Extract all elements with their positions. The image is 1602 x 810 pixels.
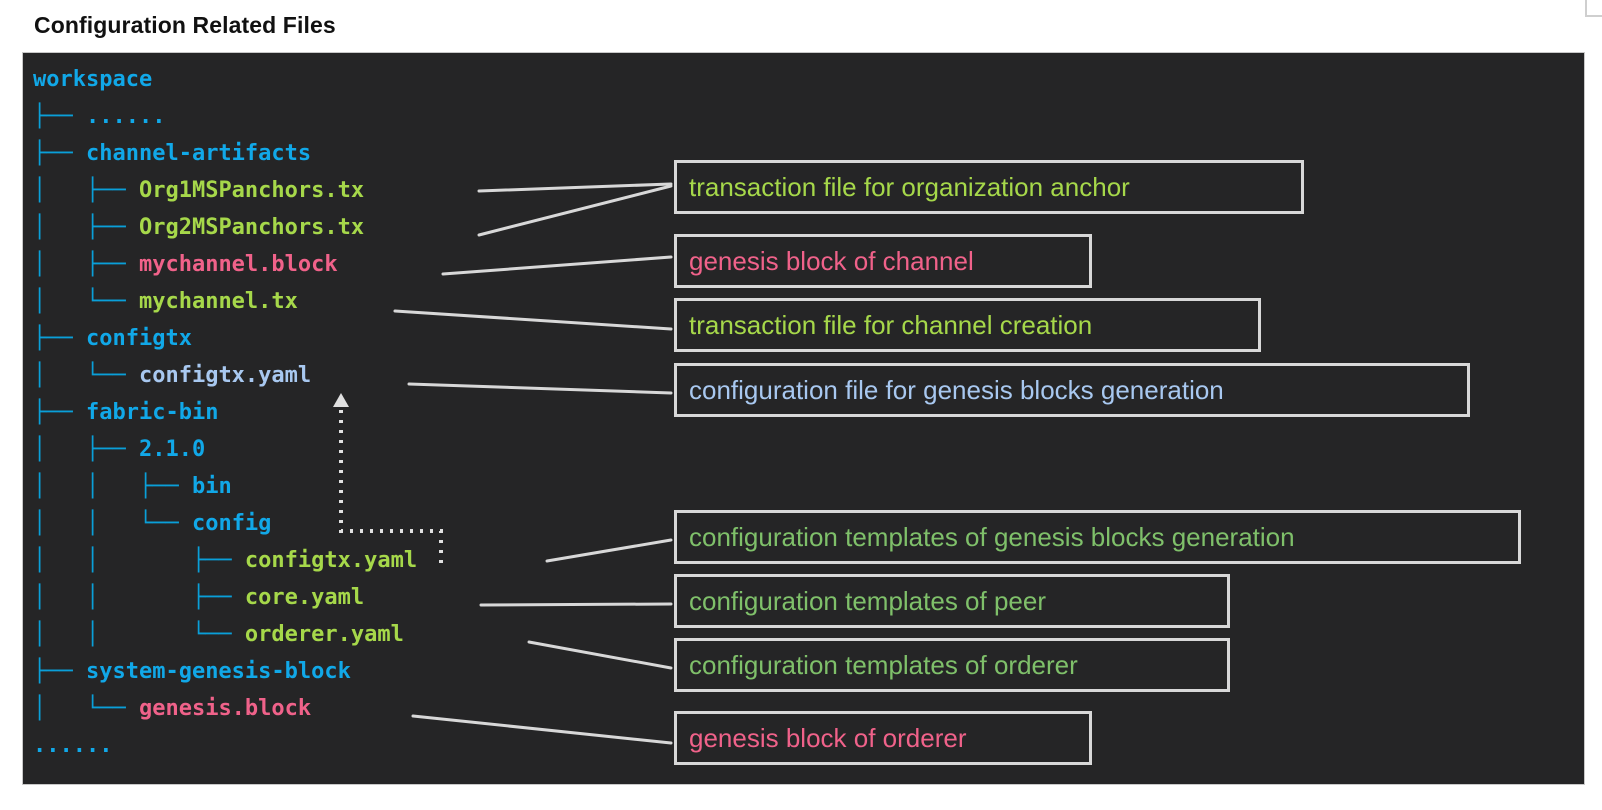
tree-connector: │ │ ├── bbox=[33, 548, 245, 573]
leader-org1-anchor bbox=[477, 182, 673, 193]
tree-connector: │ ├── bbox=[33, 178, 139, 203]
annotation-text: configuration templates of genesis block… bbox=[689, 521, 1295, 552]
file-tree-panel: workspace├── ......├── channel-artifacts… bbox=[22, 52, 1585, 785]
tree-directory-name[interactable]: config bbox=[191, 511, 272, 536]
tree-connector: │ │ └── bbox=[33, 511, 192, 536]
tree-row: workspace bbox=[33, 61, 417, 98]
tree-row: │ │ ├── configtx.yaml bbox=[33, 542, 417, 579]
tree-file-name[interactable]: mychannel.tx bbox=[138, 289, 298, 314]
leader-config-core bbox=[479, 602, 673, 607]
tree-connector: │ ├── bbox=[33, 215, 139, 240]
leader-genesis-block bbox=[411, 714, 673, 745]
tree-connector: │ ├── bbox=[33, 252, 139, 277]
tree-row: │ ├── Org2MSPanchors.tx bbox=[33, 209, 417, 246]
annotation-text: configuration file for genesis blocks ge… bbox=[689, 374, 1224, 405]
annotation-text: configuration templates of peer bbox=[689, 585, 1046, 616]
leader-org2-anchor bbox=[477, 184, 673, 237]
anno-genesis-orderer: genesis block of orderer bbox=[674, 711, 1092, 765]
tree-row: │ │ └── orderer.yaml bbox=[33, 616, 417, 653]
annotation-text: transaction file for organization anchor bbox=[689, 171, 1130, 202]
tree-file-name[interactable]: ...... bbox=[33, 733, 113, 758]
scrollbar-corner[interactable] bbox=[1585, 0, 1602, 17]
tree-connector: ├── bbox=[33, 400, 86, 425]
tree-file-name[interactable]: core.yaml bbox=[244, 585, 365, 610]
annotation-text: configuration templates of orderer bbox=[689, 649, 1078, 680]
tree-file-name[interactable]: configtx.yaml bbox=[138, 363, 312, 388]
leader-mychannel-tx bbox=[393, 309, 673, 331]
tree-connector: ├── bbox=[33, 326, 86, 351]
tree-row: │ │ ├── core.yaml bbox=[33, 579, 417, 616]
tree-row: │ │ └── config bbox=[33, 505, 417, 542]
tree-file-name[interactable]: mychannel.block bbox=[138, 252, 338, 277]
tree-row: │ └── genesis.block bbox=[33, 690, 417, 727]
anno-templates-genesis: configuration templates of genesis block… bbox=[674, 510, 1521, 564]
leader-config-orderer bbox=[527, 640, 673, 670]
anno-templates-peer: configuration templates of peer bbox=[674, 574, 1230, 628]
tree-row: ├── fabric-bin bbox=[33, 394, 417, 431]
tree-connector: ├── bbox=[33, 104, 86, 129]
tree-row: │ ├── Org1MSPanchors.tx bbox=[33, 172, 417, 209]
directory-tree: workspace├── ......├── channel-artifacts… bbox=[33, 61, 417, 764]
tree-connector: │ └── bbox=[33, 696, 139, 721]
tree-file-name[interactable]: Org1MSPanchors.tx bbox=[138, 178, 365, 203]
tree-row: ├── system-genesis-block bbox=[33, 653, 417, 690]
tree-connector: │ │ ├── bbox=[33, 474, 192, 499]
tree-connector: │ └── bbox=[33, 289, 139, 314]
tree-file-name[interactable]: ...... bbox=[85, 104, 166, 129]
tree-row: ├── ...... bbox=[33, 98, 417, 135]
tree-directory-name[interactable]: bin bbox=[191, 474, 232, 499]
tree-file-name[interactable]: orderer.yaml bbox=[244, 622, 404, 647]
tree-connector: │ │ └── bbox=[33, 622, 245, 647]
tree-connector: ├── bbox=[33, 141, 86, 166]
tree-connector: │ ├── bbox=[33, 437, 139, 462]
annotation-text: genesis block of channel bbox=[689, 245, 974, 276]
tree-file-name[interactable]: Org2MSPanchors.tx bbox=[138, 215, 365, 240]
page-title: Configuration Related Files bbox=[34, 12, 336, 38]
tree-directory-name[interactable]: channel-artifacts bbox=[85, 141, 312, 166]
tree-directory-name[interactable]: fabric-bin bbox=[85, 400, 219, 425]
tree-row: │ │ ├── bin bbox=[33, 468, 417, 505]
tree-row: ├── channel-artifacts bbox=[33, 135, 417, 172]
tree-connector: ├── bbox=[33, 659, 86, 684]
anno-templates-orderer: configuration templates of orderer bbox=[674, 638, 1230, 692]
tree-row: ├── configtx bbox=[33, 320, 417, 357]
anno-genesis-channel: genesis block of channel bbox=[674, 234, 1092, 288]
anno-org-anchor: transaction file for organization anchor bbox=[674, 160, 1304, 214]
anno-channel-creation: transaction file for channel creation bbox=[674, 298, 1261, 352]
leader-config-configtx bbox=[545, 538, 673, 563]
tree-connector: │ │ ├── bbox=[33, 585, 245, 610]
tree-file-name[interactable]: genesis.block bbox=[138, 696, 312, 721]
tree-row: │ └── mychannel.tx bbox=[33, 283, 417, 320]
tree-directory-name[interactable]: system-genesis-block bbox=[85, 659, 351, 684]
tree-directory-name[interactable]: workspace bbox=[33, 67, 153, 92]
anno-config-genesis-file: configuration file for genesis blocks ge… bbox=[674, 363, 1470, 417]
tree-row: │ ├── mychannel.block bbox=[33, 246, 417, 283]
annotation-text: transaction file for channel creation bbox=[689, 309, 1093, 340]
leader-configtx-yaml bbox=[407, 382, 673, 395]
tree-file-name[interactable]: configtx.yaml bbox=[244, 548, 418, 573]
leader-mychannel-block bbox=[441, 255, 673, 276]
tree-directory-name[interactable]: 2.1.0 bbox=[138, 437, 206, 462]
annotation-text: genesis block of orderer bbox=[689, 722, 967, 753]
tree-row: ...... bbox=[33, 727, 417, 764]
tree-connector: │ └── bbox=[33, 363, 139, 388]
tree-row: │ └── configtx.yaml bbox=[33, 357, 417, 394]
tree-row: │ ├── 2.1.0 bbox=[33, 431, 417, 468]
tree-directory-name[interactable]: configtx bbox=[85, 326, 192, 351]
